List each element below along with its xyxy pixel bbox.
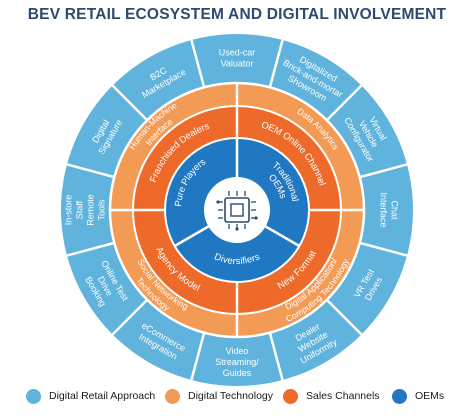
outer-segment-divider	[190, 332, 206, 381]
chip-circuit-icon	[216, 191, 258, 231]
outer-segment-divider	[359, 163, 408, 179]
legend-label: Digital Retail Approach	[49, 390, 156, 402]
legend-item-sales-channels: Sales Channels	[283, 386, 380, 406]
legend-label: Sales Channels	[306, 390, 380, 402]
oem-segment-divider	[264, 225, 300, 248]
outer-segment-divider	[268, 332, 284, 381]
legend-dot	[26, 388, 41, 404]
outer-segment-divider	[190, 39, 206, 88]
oem-segment-label: Diversifiers	[213, 251, 262, 267]
outer-segment-divider	[325, 84, 363, 122]
legend-item-digital-technology: Digital Technology	[165, 386, 273, 406]
outer-segment-label: In-storeStaffRemoteTools	[64, 194, 107, 226]
outer-segment-divider	[359, 241, 408, 257]
legend-dot	[165, 388, 180, 404]
ecosystem-wheel: DigitalizedBrick-and-mortarShowroomVirtu…	[61, 34, 413, 386]
legend-item-digital-retail-approach: Digital Retail Approach	[26, 386, 155, 406]
outer-segment-divider	[111, 298, 149, 336]
diagram-title: BEV RETAIL ECOSYSTEM AND DIGITAL INVOLVE…	[27, 6, 447, 23]
oem-segment-divider	[174, 225, 210, 248]
legend-label: OEMs	[415, 390, 445, 402]
outer-segment-divider	[66, 241, 115, 257]
center-circle	[204, 177, 270, 243]
outer-segment-divider	[66, 163, 115, 179]
outer-segment-label: ChatInterface	[378, 192, 399, 227]
outer-segment-divider	[325, 298, 363, 336]
wheel-shapes	[61, 34, 413, 386]
legend-dot	[283, 388, 298, 404]
legend-dot	[392, 388, 407, 404]
outer-segment-divider	[268, 39, 284, 88]
outer-segment-divider	[111, 84, 149, 122]
legend: Digital Retail Approach Digital Technolo…	[0, 386, 474, 410]
legend-item-oems: OEMs	[392, 386, 444, 406]
legend-label: Digital Technology	[188, 390, 274, 402]
